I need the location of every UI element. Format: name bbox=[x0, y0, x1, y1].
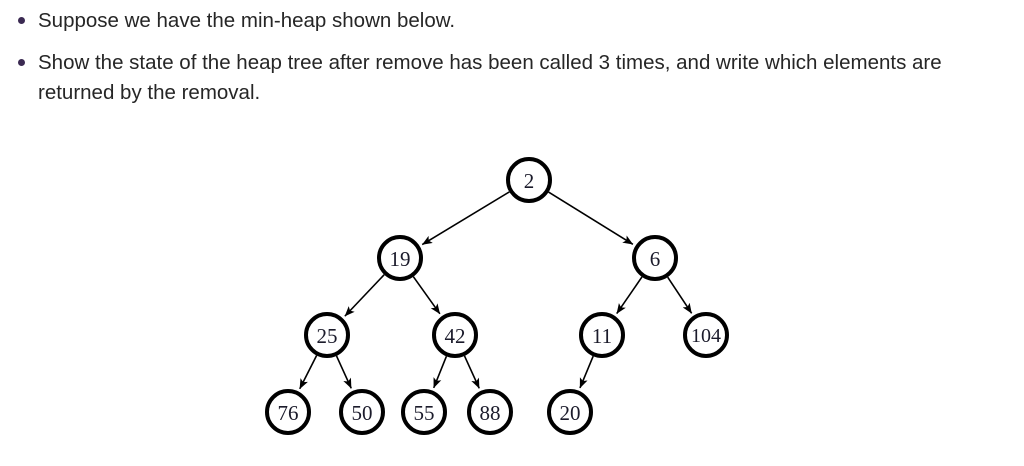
tree-edge bbox=[299, 355, 318, 390]
tree-edge bbox=[412, 276, 441, 315]
tree-node-label: 76 bbox=[278, 401, 299, 425]
list-item: Show the state of the heap tree after re… bbox=[0, 48, 1010, 108]
tree-edge bbox=[432, 356, 448, 389]
tree-node-label: 2 bbox=[524, 169, 535, 193]
tree-node-circle bbox=[432, 312, 478, 358]
tree-node-label: 104 bbox=[691, 325, 721, 347]
tree-node: 76 bbox=[265, 389, 311, 435]
tree-node-label: 55 bbox=[414, 401, 435, 425]
tree-node-circle bbox=[265, 389, 311, 435]
bullet-text: Suppose we have the min-heap shown below… bbox=[38, 9, 456, 32]
tree-node: 55 bbox=[401, 389, 447, 435]
tree-edge bbox=[579, 355, 594, 389]
tree-node: 50 bbox=[339, 389, 385, 435]
tree-edge bbox=[344, 274, 385, 317]
tree-node-label: 25 bbox=[317, 324, 338, 348]
tree-edge bbox=[421, 191, 510, 246]
tree-node-circle bbox=[467, 389, 513, 435]
tree-node-layer: 2 19 6 25 42 11 104 76 50 55 88 20 bbox=[265, 157, 729, 435]
tree-node-circle bbox=[304, 312, 350, 358]
bullet-text: Show the state of the heap tree after re… bbox=[38, 51, 942, 104]
tree-node-label: 11 bbox=[592, 324, 612, 348]
tree-node: 6 bbox=[632, 235, 678, 281]
tree-node-circle bbox=[632, 235, 678, 281]
tree-node-circle bbox=[401, 389, 447, 435]
tree-node-label: 19 bbox=[390, 247, 411, 271]
tree-node-label: 42 bbox=[445, 324, 466, 348]
tree-edge bbox=[548, 191, 634, 245]
bullet-dot-icon bbox=[18, 59, 25, 66]
tree-edge bbox=[335, 355, 352, 389]
list-item: Suppose we have the min-heap shown below… bbox=[0, 6, 1010, 36]
tree-node-circle bbox=[579, 312, 625, 358]
tree-node-circle bbox=[683, 312, 729, 358]
tree-edge bbox=[463, 355, 480, 389]
tree-node: 42 bbox=[432, 312, 478, 358]
prompt-bullet-list: Suppose we have the min-heap shown below… bbox=[0, 0, 1010, 120]
tree-node: 19 bbox=[377, 235, 423, 281]
tree-node-label: 20 bbox=[560, 401, 581, 425]
bullet-dot-icon bbox=[18, 17, 25, 24]
tree-node-circle bbox=[339, 389, 385, 435]
tree-node-circle bbox=[506, 157, 552, 203]
tree-node: 20 bbox=[547, 389, 593, 435]
tree-node-label: 6 bbox=[650, 247, 661, 271]
tree-node-label: 88 bbox=[480, 401, 501, 425]
tree-edge bbox=[667, 276, 693, 314]
tree-edge-layer bbox=[299, 191, 693, 390]
tree-node-circle bbox=[547, 389, 593, 435]
tree-node-circle bbox=[377, 235, 423, 281]
tree-node: 11 bbox=[579, 312, 625, 358]
tree-node: 25 bbox=[304, 312, 350, 358]
tree-node-label: 50 bbox=[352, 401, 373, 425]
tree-node: 88 bbox=[467, 389, 513, 435]
tree-edge bbox=[616, 276, 643, 315]
tree-node: 2 bbox=[506, 157, 552, 203]
tree-node: 104 bbox=[683, 312, 729, 358]
